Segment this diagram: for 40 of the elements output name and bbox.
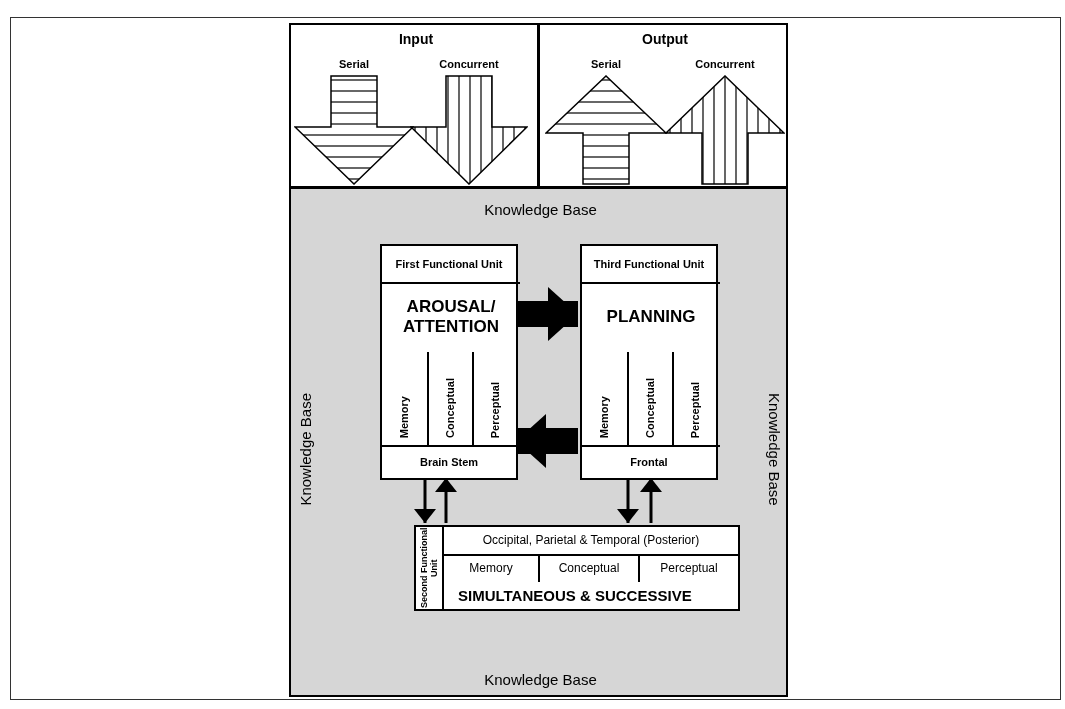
column-label: Conceptual bbox=[558, 562, 620, 576]
panel-heading: Input bbox=[398, 30, 434, 48]
column-label: Perceptual bbox=[488, 381, 502, 438]
arrow bbox=[640, 478, 662, 523]
functional-unit-box bbox=[414, 525, 740, 611]
arrow bbox=[617, 478, 639, 523]
functional-unit-box bbox=[580, 244, 718, 480]
arrow-label: Serial bbox=[591, 57, 621, 71]
unit-title: AROUSAL/ ATTENTION bbox=[402, 297, 500, 337]
region-label: Knowledge Base bbox=[484, 671, 597, 689]
column-label: Memory bbox=[398, 395, 411, 438]
knowledge-base-panel bbox=[289, 187, 788, 697]
unit-title: PLANNING bbox=[606, 307, 696, 327]
arrow bbox=[435, 478, 457, 523]
output-panel bbox=[538, 23, 788, 188]
arrow-label: Serial bbox=[339, 57, 369, 71]
brain-region-label: Occipital, Parietal & Temporal (Posterior) bbox=[482, 533, 700, 548]
block-arrow bbox=[516, 287, 578, 341]
arrow-label: Concurrent bbox=[695, 57, 755, 71]
region-label: Knowledge Base bbox=[484, 201, 597, 219]
arrow-label: Concurrent bbox=[439, 57, 499, 71]
column-label: Memory bbox=[598, 395, 611, 438]
arrow bbox=[414, 478, 436, 523]
column-label: Conceptual bbox=[644, 378, 657, 438]
column-label: Perceptual bbox=[660, 562, 718, 576]
functional-unit-box bbox=[380, 244, 518, 480]
column-label: Perceptual bbox=[688, 381, 702, 438]
column-label: Memory bbox=[469, 562, 513, 576]
column-label: Conceptual bbox=[444, 378, 457, 438]
block-arrow bbox=[516, 414, 578, 468]
unit-title: SIMULTANEOUS & SUCCESSIVE bbox=[458, 586, 692, 605]
region-label: Knowledge Base bbox=[297, 392, 315, 506]
brain-region-label: Brain Stem bbox=[419, 456, 479, 469]
unit-heading: First Functional Unit bbox=[395, 258, 503, 271]
panel-heading: Output bbox=[642, 30, 688, 48]
unit-heading: Second Functional Unit bbox=[418, 527, 440, 609]
input-panel bbox=[289, 23, 539, 188]
region-label: Knowledge Base bbox=[765, 392, 783, 506]
unit-heading: Third Functional Unit bbox=[593, 258, 705, 271]
brain-region-label: Frontal bbox=[630, 456, 668, 469]
